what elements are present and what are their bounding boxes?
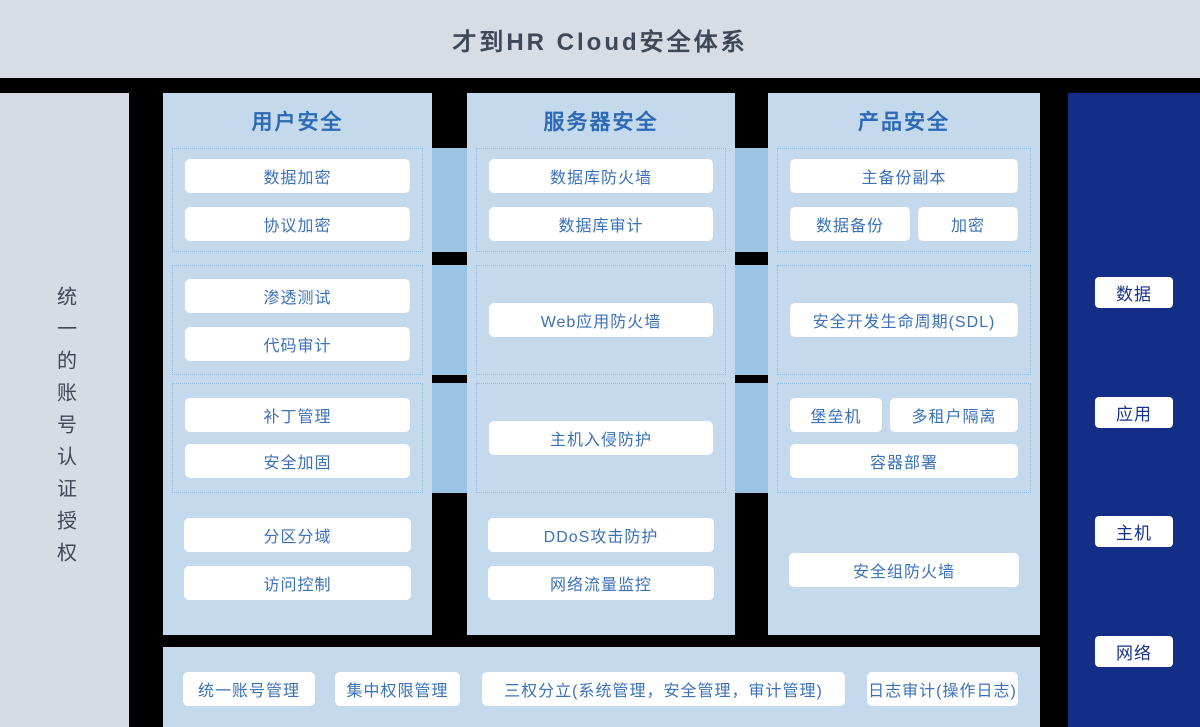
- node-multi-tenant-isolation: 多租户隔离: [890, 398, 1018, 432]
- group-data-layer: 数据加密 协议加密: [172, 148, 423, 252]
- column-header-product-security: 产品安全: [858, 110, 950, 134]
- node-network-traffic-monitoring: 网络流量监控: [488, 566, 714, 600]
- connector-band: [735, 383, 768, 493]
- node-access-control: 访问控制: [184, 566, 411, 600]
- node-security-group-firewall: 安全组防火墙: [789, 553, 1019, 587]
- node-separation-of-powers: 三权分立(系统管理，安全管理，审计管理): [482, 672, 845, 706]
- node-code-audit: 代码审计: [185, 327, 410, 361]
- group-app-layer: 渗透测试 代码审计: [172, 265, 423, 375]
- group-network-layer: 安全组防火墙: [777, 505, 1031, 635]
- node-centralized-permission-management: 集中权限管理: [335, 672, 460, 706]
- connector-band: [735, 265, 768, 375]
- node-bastion-host: 堡垒机: [790, 398, 882, 432]
- group-network-layer: DDoS攻击防护 网络流量监控: [476, 505, 726, 635]
- group-host-layer: 主机入侵防护: [476, 383, 726, 493]
- layer-application: 应用: [1095, 397, 1173, 428]
- group-data-layer: 数据库防火墙 数据库审计: [476, 148, 726, 252]
- node-primary-backup-replica: 主备份副本: [790, 159, 1018, 193]
- column-header-user-security: 用户安全: [251, 110, 344, 134]
- node-data-encryption: 数据加密: [185, 159, 410, 193]
- node-log-audit: 日志审计(操作日志): [867, 672, 1018, 706]
- column-product-security: 产品安全 主备份副本 数据备份 加密 安全开发生命周期(SDL) 堡垒机 多租户…: [768, 93, 1040, 635]
- node-unified-account-management: 统一账号管理: [183, 672, 315, 706]
- layer-data: 数据: [1095, 277, 1173, 308]
- connector-band: [735, 148, 768, 252]
- group-app-layer: 安全开发生命周期(SDL): [777, 265, 1031, 375]
- node-encryption: 加密: [918, 207, 1018, 241]
- management-bar: 统一账号管理 集中权限管理 三权分立(系统管理，安全管理，审计管理) 日志审计(…: [163, 647, 1040, 727]
- node-host-intrusion-prevention: 主机入侵防护: [489, 421, 713, 455]
- node-penetration-test: 渗透测试: [185, 279, 410, 313]
- node-container-deployment: 容器部署: [790, 444, 1018, 478]
- unified-auth-label: 统一的账号认证授权: [53, 286, 76, 574]
- node-security-hardening: 安全加固: [185, 444, 410, 478]
- node-database-audit: 数据库审计: [489, 207, 713, 241]
- node-web-application-firewall: Web应用防火墙: [489, 303, 713, 337]
- title-bar: 才到HR Cloud安全体系: [0, 0, 1200, 78]
- node-row: 堡垒机 多租户隔离: [790, 398, 1018, 432]
- node-row: 数据备份 加密: [790, 207, 1018, 241]
- node-ddos-protection: DDoS攻击防护: [488, 518, 714, 552]
- column-header-server-security: 服务器安全: [543, 110, 659, 134]
- layer-host: 主机: [1095, 516, 1173, 547]
- page-title: 才到HR Cloud安全体系: [452, 28, 748, 56]
- group-host-layer: 堡垒机 多租户隔离 容器部署: [777, 383, 1031, 493]
- node-patch-management: 补丁管理: [185, 398, 410, 432]
- layer-network: 网络: [1095, 636, 1173, 667]
- group-network-layer: 分区分域 访问控制: [172, 505, 423, 635]
- node-sdl: 安全开发生命周期(SDL): [790, 303, 1018, 337]
- column-user-security: 用户安全 数据加密 协议加密 渗透测试 代码审计 补丁管理 安全加固 分区分域 …: [163, 93, 432, 635]
- unified-auth-rail: 统一的账号认证授权: [0, 93, 129, 727]
- connector-band: [432, 148, 467, 252]
- column-server-security: 服务器安全 数据库防火墙 数据库审计 Web应用防火墙 主机入侵防护 DDoS攻…: [467, 93, 735, 635]
- node-database-firewall: 数据库防火墙: [489, 159, 713, 193]
- group-host-layer: 补丁管理 安全加固: [172, 383, 423, 493]
- node-data-backup: 数据备份: [790, 207, 910, 241]
- node-protocol-encryption: 协议加密: [185, 207, 410, 241]
- layer-rail: 数据 应用 主机 网络 运维: [1068, 93, 1200, 727]
- group-data-layer: 主备份副本 数据备份 加密: [777, 148, 1031, 252]
- node-partition-zoning: 分区分域: [184, 518, 411, 552]
- connector-band: [432, 383, 467, 493]
- group-app-layer: Web应用防火墙: [476, 265, 726, 375]
- connector-band: [432, 265, 467, 375]
